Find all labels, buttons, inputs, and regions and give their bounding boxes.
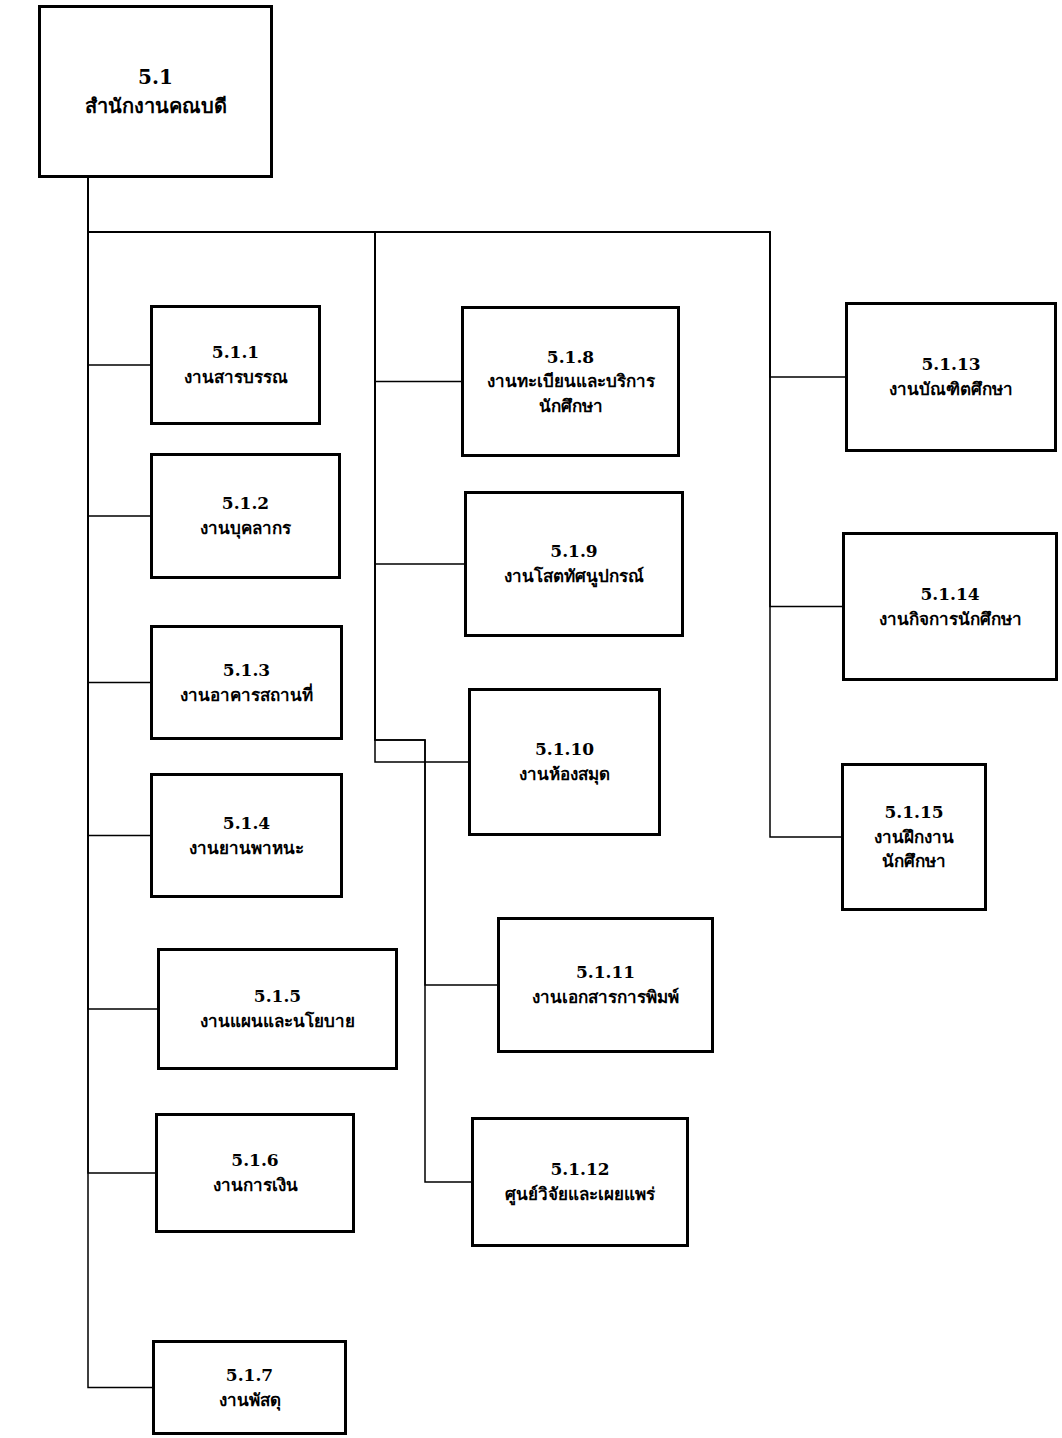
unit-name: งานกิจการนักศึกษา — [879, 607, 1022, 632]
unit-box: 5.1.3งานอาคารสถานที่ — [150, 625, 343, 740]
unit-number: 5.1.13 — [921, 352, 980, 377]
unit-box: 5.1.2งานบุคลากร — [150, 453, 341, 579]
unit-box: 5.1.4งานยานพาหนะ — [150, 773, 343, 898]
org-connector — [88, 178, 150, 683]
unit-box: 5.1.1งานสารบรรณ — [150, 305, 321, 425]
org-connector — [88, 178, 157, 1009]
unit-number: 5.1.7 — [226, 1363, 273, 1388]
office-box: 5.1สำนักงานคณบดี — [38, 5, 273, 178]
unit-number: 5.1.9 — [550, 539, 597, 564]
unit-number: 5.1.8 — [547, 345, 594, 370]
unit-number: 5.1.14 — [920, 582, 979, 607]
unit-box: 5.1.7งานพัสดุ — [152, 1340, 347, 1435]
unit-number: 5.1.4 — [223, 811, 270, 836]
unit-name: งานเอกสารการพิมพ์ — [532, 985, 679, 1010]
unit-number: 5.1.6 — [231, 1148, 278, 1173]
unit-name: งานยานพาหนะ — [189, 836, 304, 861]
unit-number: 5.1.12 — [550, 1157, 609, 1182]
unit-name: งานการเงิน — [213, 1173, 298, 1198]
unit-number: 5.1.15 — [884, 800, 943, 825]
unit-name: งานโสตทัศนูปกรณ์ — [504, 564, 644, 589]
org-connector — [88, 178, 152, 1388]
unit-number: 5.1.2 — [222, 491, 269, 516]
unit-name: สำนักงานคณบดี — [85, 92, 227, 121]
unit-number: 5.1.10 — [535, 737, 594, 762]
unit-name: งานบัณฑิตศึกษา — [889, 377, 1013, 402]
unit-name: งานพัสดุ — [219, 1388, 281, 1413]
org-connector — [88, 178, 150, 516]
unit-box: 5.1.11งานเอกสารการพิมพ์ — [497, 917, 714, 1053]
unit-name: งานทะเบียนและบริการ นักศึกษา — [474, 369, 667, 418]
org-connector — [88, 178, 841, 837]
unit-name: งานอาคารสถานที่ — [180, 683, 313, 708]
unit-box: 5.1.9งานโสตทัศนูปกรณ์ — [464, 491, 684, 637]
unit-box: 5.1.10งานห้องสมุด — [468, 688, 661, 836]
unit-box: 5.1.15งานฝึกงาน นักศึกษา — [841, 763, 987, 911]
unit-number: 5.1 — [138, 63, 173, 92]
unit-number: 5.1.1 — [212, 340, 259, 365]
org-connector — [88, 178, 150, 365]
org-connector — [88, 178, 471, 1182]
unit-name: งานสารบรรณ — [184, 365, 288, 390]
unit-number: 5.1.3 — [223, 658, 270, 683]
org-connector — [88, 178, 155, 1173]
org-connector — [88, 178, 497, 985]
unit-box: 5.1.12ศูนย์วิจัยและเผยแพร่ — [471, 1117, 689, 1247]
unit-name: ศูนย์วิจัยและเผยแพร่ — [505, 1182, 655, 1207]
unit-box: 5.1.14งานกิจการนักศึกษา — [842, 532, 1058, 681]
unit-name: งานฝึกงาน นักศึกษา — [854, 825, 974, 874]
org-connector — [88, 178, 468, 762]
unit-number: 5.1.11 — [576, 960, 635, 985]
unit-name: งานห้องสมุด — [519, 762, 610, 787]
unit-box: 5.1.6งานการเงิน — [155, 1113, 355, 1233]
unit-box: 5.1.8งานทะเบียนและบริการ นักศึกษา — [461, 306, 680, 457]
unit-name: งานบุคลากร — [200, 516, 291, 541]
unit-name: งานแผนและนโยบาย — [200, 1009, 355, 1034]
org-connector — [88, 178, 150, 836]
unit-number: 5.1.5 — [254, 984, 301, 1009]
unit-box: 5.1.5งานแผนและนโยบาย — [157, 948, 398, 1070]
unit-box: 5.1.13งานบัณฑิตศึกษา — [845, 302, 1057, 452]
